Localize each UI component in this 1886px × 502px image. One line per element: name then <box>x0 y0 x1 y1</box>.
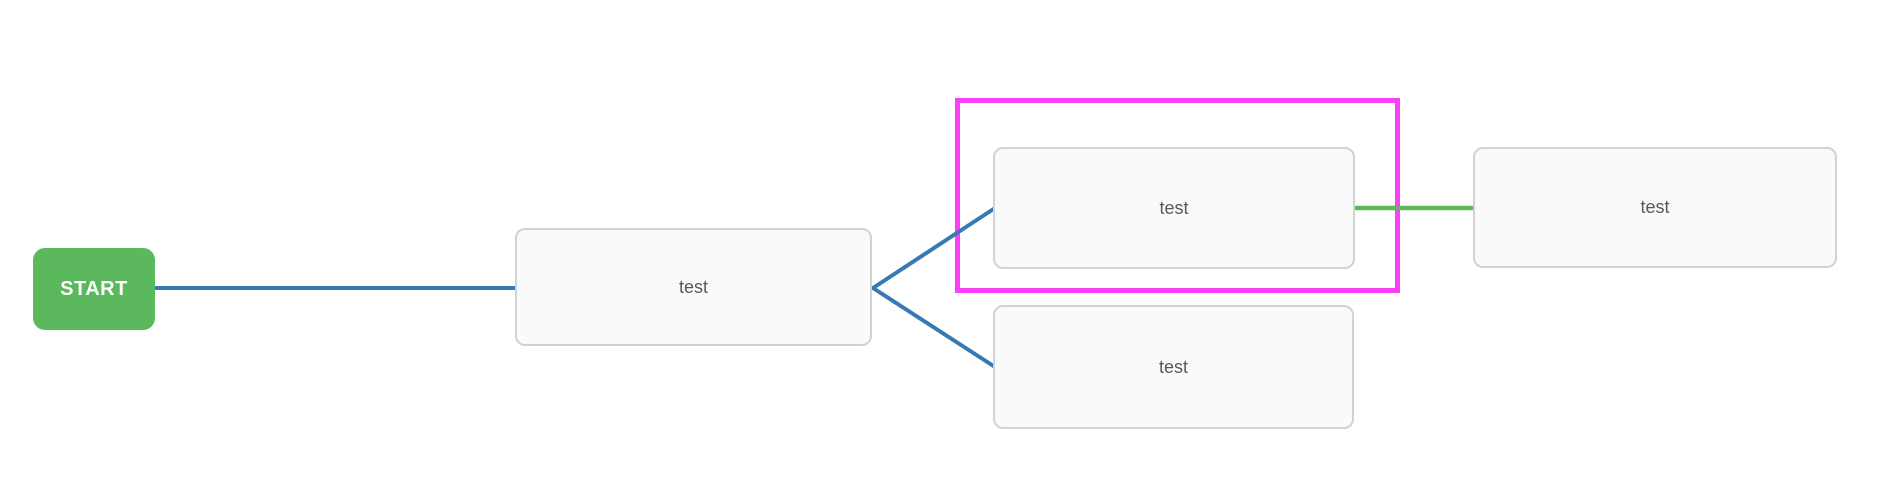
flow-node-bottom[interactable]: test <box>993 305 1354 429</box>
flow-node-right[interactable]: test <box>1473 147 1837 268</box>
flow-node-left[interactable]: test <box>515 228 872 346</box>
flow-node-top-selected[interactable]: test <box>993 147 1355 269</box>
edge-left-to-bottom[interactable] <box>871 286 997 369</box>
flow-node-top-label: test <box>1159 197 1189 218</box>
start-node[interactable]: START <box>33 248 155 330</box>
flow-node-left-label: test <box>678 276 708 297</box>
flow-node-right-label: test <box>1640 197 1670 217</box>
start-node-label: START <box>60 277 128 300</box>
flow-node-bottom-label: test <box>1158 356 1188 377</box>
edge-left-to-top[interactable] <box>871 206 997 290</box>
selection-highlight <box>955 98 1400 293</box>
